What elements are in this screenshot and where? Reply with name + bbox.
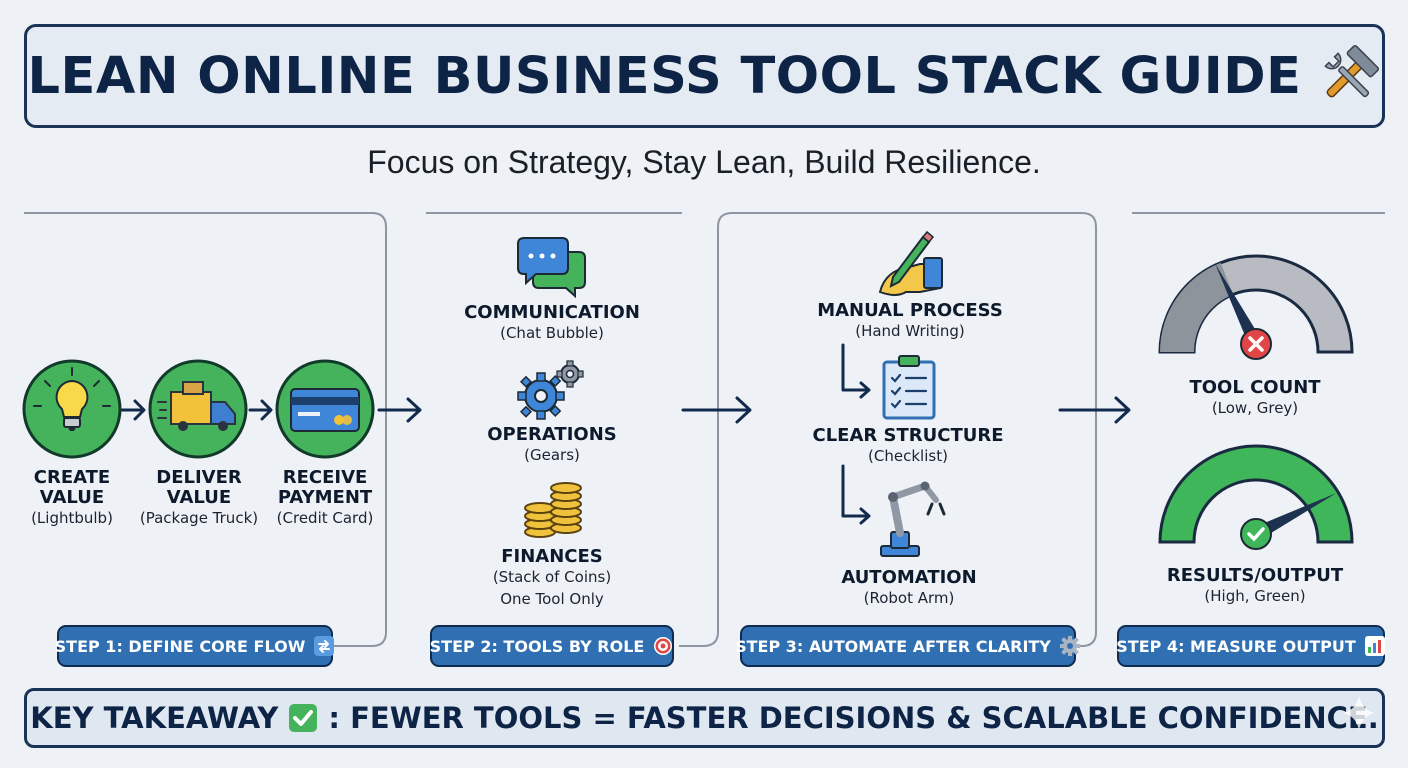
item-title: VALUE xyxy=(166,487,232,508)
checklist-icon xyxy=(882,355,936,420)
item-caption: (Lightbulb) xyxy=(31,509,113,527)
item-title: RECEIVE xyxy=(282,467,368,488)
gauge-needle xyxy=(1252,493,1337,541)
gauge-arc-shade xyxy=(1160,262,1234,352)
item-caption: (Low, Grey) xyxy=(1211,399,1299,417)
item-note: One Tool Only xyxy=(500,590,604,608)
check-icon xyxy=(1240,518,1272,550)
step1-badge: STEP 1: DEFINE CORE FLOW xyxy=(54,625,335,667)
step1-item-deliver: DELIVER VALUE (Package Truck) xyxy=(136,468,262,528)
item-caption: (Package Truck) xyxy=(139,509,259,527)
item-caption: (Checklist) xyxy=(868,447,948,465)
step2-item-operations: OPERATIONS (Gears) xyxy=(452,425,652,465)
item-title: MANUAL PROCESS xyxy=(817,300,1003,321)
arrow-manual-to-structure xyxy=(841,343,871,399)
item-title: AUTOMATION xyxy=(841,567,977,588)
item-title: DELIVER xyxy=(156,467,242,488)
check-mark-icon xyxy=(288,703,318,733)
tools-icon xyxy=(1324,44,1380,98)
bar-chart-icon xyxy=(1364,635,1386,657)
arrow-4 xyxy=(681,396,752,424)
item-title: OPERATIONS xyxy=(487,424,617,445)
chat-bubble-icon xyxy=(517,237,586,299)
item-caption: (Chat Bubble) xyxy=(500,324,604,342)
item-title: FINANCES xyxy=(501,546,603,567)
arrow-3 xyxy=(377,397,422,423)
gear-icon xyxy=(1059,635,1081,657)
arrow-structure-to-automation xyxy=(841,464,871,525)
item-caption: (Credit Card) xyxy=(276,509,374,527)
step2-item-finances: FINANCES (Stack of Coins) One Tool Only xyxy=(452,547,652,609)
coins-icon xyxy=(524,482,582,538)
item-title: COMMUNICATION xyxy=(464,302,640,323)
step3-badge: STEP 3: AUTOMATE AFTER CLARITY xyxy=(735,625,1080,667)
key-takeaway-banner: KEY TAKEAWAY : FEWER TOOLS = FASTER DECI… xyxy=(24,688,1385,748)
gauge-needle xyxy=(1215,263,1263,348)
item-title: CREATE xyxy=(33,467,111,488)
step4-badge: STEP 4: MEASURE OUTPUT xyxy=(1116,625,1386,667)
step1-badge-label: STEP 1: DEFINE CORE FLOW xyxy=(54,636,306,656)
step3-frame-line xyxy=(679,212,1097,647)
arrow-5 xyxy=(1058,396,1131,424)
item-title: RESULTS/OUTPUT xyxy=(1166,565,1344,586)
hand-writing-icon xyxy=(878,230,943,296)
step4-badge-label: STEP 4: MEASURE OUTPUT xyxy=(1116,636,1356,656)
step2-badge-label: STEP 2: TOOLS BY ROLE xyxy=(429,636,645,656)
item-title: VALUE xyxy=(39,487,105,508)
step3-item-manual: MANUAL PROCESS (Hand Writing) xyxy=(810,301,1010,341)
credit-card-icon xyxy=(275,359,375,459)
step1-item-receive: RECEIVE PAYMENT (Credit Card) xyxy=(270,468,380,528)
step3-item-automation: AUTOMATION (Robot Arm) xyxy=(809,568,1009,608)
gears-icon xyxy=(517,360,584,420)
title-banner: LEAN ONLINE BUSINESS TOOL STACK GUIDE xyxy=(24,24,1385,128)
item-caption: (Robot Arm) xyxy=(863,589,955,607)
item-caption: (Gears) xyxy=(524,446,580,464)
step2-badge: STEP 2: TOOLS BY ROLE xyxy=(430,625,674,667)
subtitle: Focus on Strategy, Stay Lean, Build Resi… xyxy=(367,144,1041,180)
takeaway-text: : FEWER TOOLS = FASTER DECISIONS & SCALA… xyxy=(328,701,1379,735)
item-caption: (Hand Writing) xyxy=(855,322,965,340)
step4-item-tool-count: TOOL COUNT (Low, Grey) xyxy=(1155,378,1355,418)
item-title: TOOL COUNT xyxy=(1189,377,1321,398)
target-icon xyxy=(652,635,674,657)
arrow-1 xyxy=(120,399,146,421)
check-mark xyxy=(1247,527,1265,542)
step1-item-create: CREATE VALUE (Lightbulb) xyxy=(22,468,122,528)
sync-icon xyxy=(313,635,335,657)
step3-item-structure: CLEAR STRUCTURE (Checklist) xyxy=(808,426,1008,466)
gauge-arc xyxy=(1158,444,1354,544)
step1-frame-line xyxy=(24,212,387,647)
item-caption: (Stack of Coins) xyxy=(492,568,612,586)
step2-item-communication: COMMUNICATION (Chat Bubble) xyxy=(452,303,652,343)
gauge-low-icon xyxy=(1158,254,1354,360)
step3-badge-label: STEP 3: AUTOMATE AFTER CLARITY xyxy=(735,636,1051,656)
page-title: LEAN ONLINE BUSINESS TOOL STACK GUIDE xyxy=(27,46,1302,106)
item-title: CLEAR STRUCTURE xyxy=(812,425,1004,446)
x-mark xyxy=(1248,336,1264,352)
truck-icon xyxy=(148,359,248,459)
item-caption: (High, Green) xyxy=(1204,587,1306,605)
item-title: PAYMENT xyxy=(277,487,373,508)
step4-item-results: RESULTS/OUTPUT (High, Green) xyxy=(1155,566,1355,606)
arrow-2 xyxy=(248,399,273,421)
gauge-high-icon xyxy=(1158,444,1354,550)
robot-arm-icon xyxy=(880,481,946,557)
takeaway-prefix: KEY TAKEAWAY xyxy=(30,701,279,735)
lightbulb-icon xyxy=(22,359,122,459)
